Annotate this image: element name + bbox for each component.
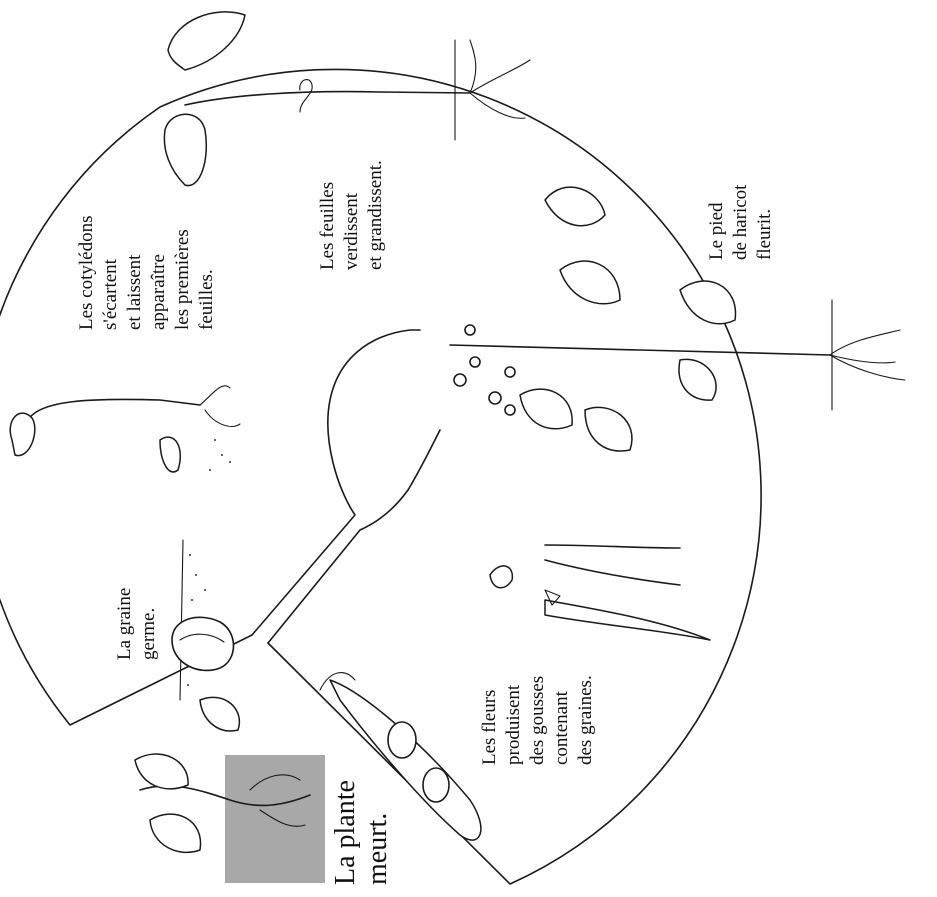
seedling-roots	[200, 386, 240, 427]
soil-line	[180, 540, 183, 700]
seedling-root-leaf	[160, 437, 180, 472]
plant-leaf-4	[520, 389, 572, 429]
tendril	[300, 80, 312, 112]
top-leaf-2	[164, 114, 206, 185]
stage-first-leaves-illustration	[10, 386, 240, 472]
label-germination: La graine germe.	[114, 583, 159, 660]
plant-leaf-1	[545, 187, 605, 226]
bean-pod	[545, 600, 710, 640]
pod-stem-1	[545, 545, 680, 548]
inner-hub-return	[268, 430, 440, 643]
dead-leaf-2	[150, 814, 201, 852]
plant-leaf-5	[585, 407, 632, 451]
label-first-leaves: Les cotylédons s'écartent et laissent ap…	[76, 211, 217, 330]
plant-leaf-3	[680, 281, 735, 324]
pod-seed-2	[423, 768, 449, 802]
bean-flowers	[454, 325, 515, 415]
mature-plant-roots	[830, 330, 905, 380]
soil-dots-2	[209, 439, 231, 471]
dead-leaf-1	[135, 754, 188, 789]
stage-leaves-grow-illustration	[164, 12, 530, 186]
label-death: La plante meurt.	[330, 773, 393, 885]
label-pods: Les fleurs produisent des gousses conten…	[479, 671, 596, 765]
pod-seed-1	[388, 722, 416, 758]
pod-stem-2	[545, 560, 680, 585]
plant-leaf-2	[560, 261, 620, 304]
plant-dies-panel	[135, 697, 325, 883]
seedling-stem	[28, 399, 200, 420]
dead-leaf-3	[200, 697, 239, 731]
stage-pods-illustration	[490, 545, 710, 640]
pod-flower	[490, 566, 512, 588]
inner-hub-loop	[252, 330, 420, 635]
young-plant-stem	[185, 92, 470, 105]
label-leaves-grow: Les feuilles verdissent et grandissent.	[317, 160, 386, 270]
plant-leaf-6	[679, 359, 716, 400]
top-leaf-1	[168, 12, 245, 70]
stage-germination-illustration	[172, 540, 234, 700]
seedling-cotyledon	[10, 413, 35, 455]
label-flowering: Le pied de haricot fleurit.	[706, 180, 775, 260]
stage-flowering-illustration	[450, 187, 905, 451]
young-plant-roots	[470, 40, 530, 118]
mature-plant-stem	[450, 345, 830, 355]
